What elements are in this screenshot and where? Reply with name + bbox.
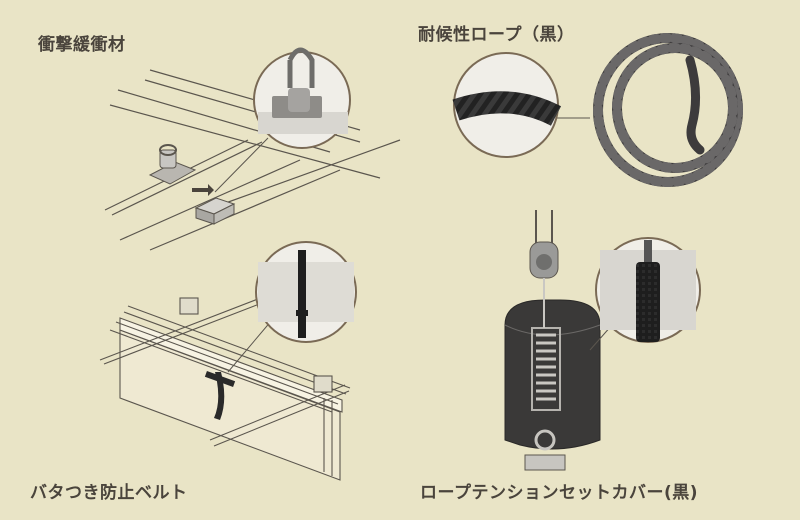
blind-slats-illustration bbox=[99, 274, 351, 481]
label-flap-belt: バタつき防止ベルト bbox=[30, 483, 188, 503]
detail-circle-shock bbox=[253, 47, 351, 149]
label-weather-rope: 耐候性ロープ（黒） bbox=[418, 25, 575, 45]
fastener-assembly bbox=[148, 144, 236, 225]
detail-circle-rope bbox=[452, 52, 562, 158]
detail-circle-belt bbox=[255, 241, 357, 343]
flap-belt-band bbox=[204, 371, 236, 420]
tension-cover-illustration bbox=[504, 210, 601, 471]
leader-line-shock bbox=[214, 137, 269, 193]
label-rope-tension-cover: ロープテンションセットカバー(黒) bbox=[420, 483, 699, 503]
leader-line-belt bbox=[227, 319, 273, 373]
detail-circle-cover bbox=[595, 237, 701, 343]
shock-absorber-illustration bbox=[104, 69, 401, 251]
label-shock-absorber: 衝撃緩衝材 bbox=[38, 35, 126, 55]
rope-coil-illustration bbox=[593, 33, 743, 187]
